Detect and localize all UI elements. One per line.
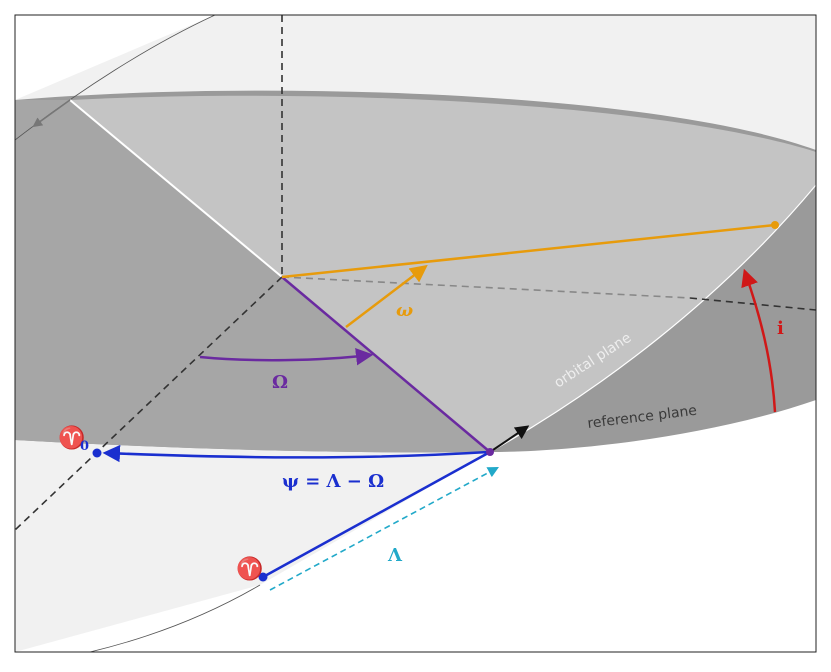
y-axis xyxy=(689,297,816,311)
upper-left-arrow xyxy=(32,99,71,128)
lambda-arrow xyxy=(269,466,499,591)
node-longitude-label: Ω xyxy=(272,372,288,393)
aries-to-node-line xyxy=(262,450,491,579)
omega-small-arrow xyxy=(345,264,428,328)
inclination-arc xyxy=(741,268,777,413)
aries-symbol: ♈ xyxy=(236,556,263,582)
ecliptic-arc-lower xyxy=(89,584,261,652)
y-axis-hidden xyxy=(281,276,691,299)
node-point xyxy=(486,448,494,456)
orbit-arc xyxy=(489,184,816,453)
aries-point xyxy=(258,572,268,582)
orbital-plane xyxy=(70,95,816,453)
frame-border xyxy=(14,14,817,653)
inclination-label: i xyxy=(777,318,784,339)
psi-arc xyxy=(102,444,489,463)
lambda-label: Λ xyxy=(387,545,403,566)
aries0-subscript: 0 xyxy=(80,439,89,454)
sky-band-lower xyxy=(15,440,490,652)
omega-small-label: ω xyxy=(396,300,413,321)
x-axis xyxy=(15,276,283,531)
omega-node-arc xyxy=(199,347,374,366)
periapsis-line xyxy=(281,223,776,279)
node-line xyxy=(281,276,491,453)
aries0-point xyxy=(92,448,102,458)
psi-equation-label: ψ = Λ − Ω xyxy=(282,471,384,492)
periapsis-point xyxy=(771,221,779,229)
orbit-direction-arrow xyxy=(489,425,530,453)
node-line-upper xyxy=(69,99,283,278)
aries0-symbol: ♈ xyxy=(58,425,85,451)
